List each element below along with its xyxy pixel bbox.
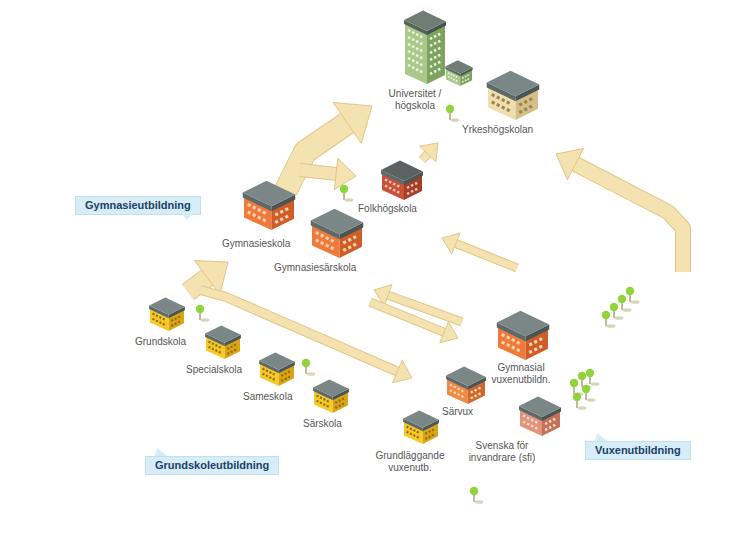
school-house <box>313 379 349 413</box>
label-slot: Grundskola <box>135 336 186 348</box>
tag-pointer <box>593 433 613 441</box>
upper-secondary-building <box>311 209 364 258</box>
label-slot: Universitet / högskola <box>384 88 446 112</box>
tree <box>573 393 587 410</box>
flow-arrow <box>420 143 439 162</box>
school-label: Folkhögskola <box>358 203 417 215</box>
university-annex <box>445 60 472 86</box>
tree <box>340 185 354 202</box>
school-label: Yrkeshögskolan <box>462 124 533 136</box>
platform-shape <box>204 178 402 326</box>
school-label: Grundskola <box>135 336 186 348</box>
adult-education-building <box>446 366 486 404</box>
tree <box>586 369 600 386</box>
label-slot: Grundläggande vuxenutb. <box>374 450 446 474</box>
flow-arrow <box>556 149 683 273</box>
tree <box>626 287 640 304</box>
school-label: Särskola <box>303 418 342 430</box>
section-tag: Gymnasieutbildning <box>75 195 201 214</box>
school-label: Gymnasial vuxenutbildn. <box>486 362 556 386</box>
school-label: Sameskola <box>243 391 292 403</box>
flow-arrow <box>374 285 462 323</box>
adult-education-building <box>519 397 561 437</box>
school-label: Specialskola <box>186 364 242 376</box>
platform-shape <box>346 246 730 544</box>
adult-education-building <box>403 410 439 444</box>
flow-arrow <box>442 233 517 268</box>
label-slot: Särvux <box>442 406 473 418</box>
tree <box>582 385 596 402</box>
tag-pointer <box>153 448 173 456</box>
platform: GymnasieskolaGymnasiesärskola <box>204 178 402 326</box>
school-house <box>205 325 241 359</box>
upper-secondary-building <box>243 181 296 230</box>
label-slot: Sameskola <box>243 391 292 403</box>
platform-shape <box>361 26 577 189</box>
platform: Universitet / högskolaYrkeshögskolan <box>361 26 577 189</box>
adult-education-building <box>497 311 550 360</box>
label-slot: Specialskola <box>186 364 242 376</box>
school-label: Gymnasieskola <box>222 238 290 250</box>
flow-arrow <box>286 103 372 191</box>
section-tag: Grundskoleutbildning <box>145 455 280 474</box>
school-label: Särvux <box>442 406 473 418</box>
label-slot: Gymnasieskola <box>222 238 290 250</box>
school-house <box>259 352 295 386</box>
label-slot: Särskola <box>303 418 342 430</box>
university-building <box>404 11 446 85</box>
school-label: Grundläggande vuxenutb. <box>374 450 446 474</box>
tree <box>446 105 460 122</box>
school-label: Svenska för invandrare (sfi) <box>462 440 542 464</box>
section-tag: Vuxenutbildning <box>585 440 691 459</box>
label-slot: Yrkeshögskolan <box>462 124 533 136</box>
label-slot: Gymnasiesärskola <box>274 262 356 274</box>
school-house <box>149 297 185 331</box>
platform: Gymnasial vuxenutbildn. SärvuxSvenska för… <box>346 246 730 544</box>
label-slot: Gymnasial vuxenutbildn. <box>486 362 556 386</box>
tree <box>196 305 210 322</box>
school-label: Universitet / högskola <box>384 88 446 112</box>
tree <box>470 487 484 504</box>
platform: Folkhögskola <box>333 160 460 251</box>
tag-pointer <box>177 213 197 221</box>
label-slot: Folkhögskola <box>358 203 417 215</box>
school-label: Gymnasiesärskola <box>274 262 356 274</box>
tag-label: Grundskoleutbildning <box>145 456 279 475</box>
flow-arrow <box>300 158 356 189</box>
tag-label: Vuxenutbildning <box>585 441 691 460</box>
folk-high-school-building <box>381 161 423 201</box>
flow-arrow <box>370 302 458 343</box>
vocational-college-building <box>487 71 540 120</box>
tag-label: Gymnasieutbildning <box>75 196 201 215</box>
label-slot: Svenska för invandrare (sfi) <box>462 440 542 464</box>
tree <box>302 359 316 376</box>
